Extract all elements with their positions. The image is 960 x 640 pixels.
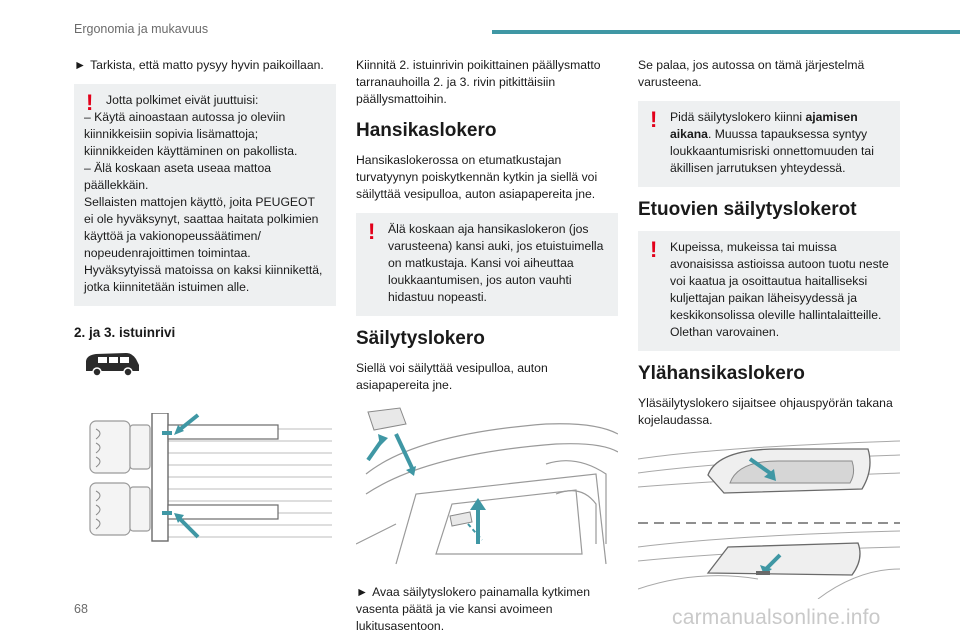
- heading-front-door-storage: Etuovien säilytyslokerot: [638, 199, 857, 220]
- column-3: Se palaa, jos autossa on tämä järjestelm…: [638, 57, 900, 599]
- warning-text-part: . Muussa tapauksessa syntyy loukkaantumi…: [670, 127, 874, 175]
- warning-line: Hyväksytyissä matoissa on kaksi kiinnike…: [84, 263, 323, 294]
- warning-icon: !: [650, 237, 658, 262]
- warning-box-liquids: ! Kupeissa, mukeissa tai muissa avonaisi…: [638, 231, 900, 351]
- column-1: ►Tarkista, että matto pysyy hyvin paikoi…: [74, 57, 336, 543]
- step-arrow-icon: ►: [74, 58, 87, 72]
- warning-text: Pidä säilytyslokero kiinni ajamisen aika…: [648, 109, 890, 177]
- subheading-seat-rows: 2. ja 3. istuinrivi: [74, 325, 176, 340]
- warning-line: – Älä koskaan aseta useaa mattoa päällek…: [84, 161, 271, 192]
- warning-text-part: Pidä säilytyslokero kiinni: [670, 110, 806, 124]
- warning-line: – Käytä ainoastaan autossa jo oleviin ki…: [84, 110, 298, 158]
- step-arrow-icon: ►: [356, 585, 369, 599]
- step-text: Avaa säilytyslokero painamalla kytkimen …: [356, 585, 590, 633]
- page-number: 68: [74, 602, 88, 616]
- heading-upper-glovebox: Ylähansikaslokero: [638, 363, 805, 384]
- glovebox-illustration: [356, 404, 618, 574]
- warning-line: Sellaisten mattojen käyttö, joita PEUGEO…: [84, 195, 319, 260]
- header-accent-bar: [492, 30, 960, 34]
- warning-line: Jotta polkimet eivät juuttuisi:: [106, 93, 259, 107]
- rear-mats-illustration: [89, 413, 332, 542]
- heading-storage: Säilytyslokero: [356, 328, 485, 349]
- watermark: carmanualsonline.info: [672, 606, 881, 629]
- warning-text: Kupeissa, mukeissa tai muissa avonaisiss…: [670, 240, 889, 339]
- warning-box-glovebox: ! Älä koskaan aja hansikaslokeron (jos v…: [356, 213, 618, 316]
- warning-box-keep-closed: ! Pidä säilytyslokero kiinni ajamisen ai…: [638, 101, 900, 187]
- warning-box-pedals: ! Jotta polkimet eivät juuttuisi: – Käyt…: [74, 84, 336, 306]
- step-check-mat: ►Tarkista, että matto pysyy hyvin paikoi…: [74, 57, 336, 74]
- warning-text-bold: ajamisen aikana: [670, 110, 858, 141]
- heading-glovebox: Hansikaslokero: [356, 120, 497, 141]
- van-icon: [86, 353, 139, 377]
- section-title: Ergonomia ja mukavuus: [74, 22, 209, 36]
- warning-text: Älä koskaan aja hansikaslokeron (jos var…: [388, 222, 604, 304]
- step-text: Tarkista, että matto pysyy hyvin paikoil…: [90, 58, 324, 72]
- column-2: Kiinnitä 2. istuinrivin poikittainen pää…: [356, 57, 618, 640]
- upper-glovebox-text: Yläsäilytyslokero sijaitsee ohjauspyörän…: [638, 396, 893, 427]
- warning-icon: !: [86, 90, 94, 115]
- storage-text: Siellä voi säilyttää vesipulloa, auton a…: [356, 361, 548, 392]
- warning-icon: !: [650, 107, 658, 132]
- upper-glovebox-illustration: [638, 440, 900, 599]
- step-open-storage: ►Avaa säilytyslokero painamalla kytkimen…: [356, 584, 618, 635]
- mat-fixing-text: Kiinnitä 2. istuinrivin poikittainen pää…: [356, 58, 601, 106]
- lamp-text: Se palaa, jos autossa on tämä järjestelm…: [638, 58, 865, 89]
- glovebox-text: Hansikaslokerossa on etumatkustajan turv…: [356, 153, 598, 201]
- warning-icon: !: [368, 219, 376, 244]
